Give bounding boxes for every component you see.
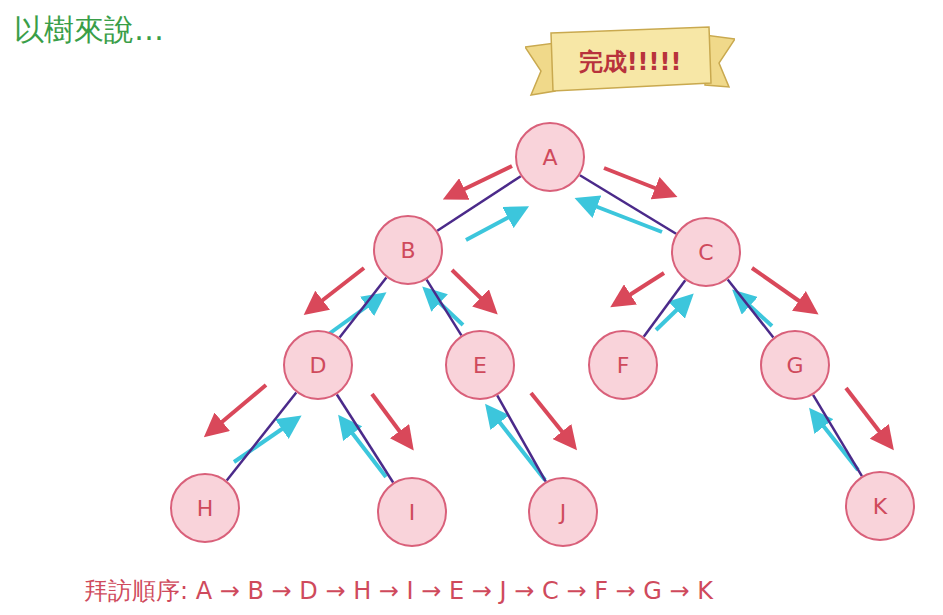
node-label: 完成!!!!! (579, 46, 682, 78)
node-label: F (617, 353, 630, 378)
node-label: A (542, 145, 557, 170)
node-label: J (560, 500, 567, 525)
tree-edge (337, 394, 393, 482)
tree-edge (340, 278, 387, 338)
tree-edge (644, 280, 686, 337)
done-banner: 完成!!!!! (525, 25, 735, 99)
tree-node: K (845, 471, 915, 541)
node-label: K (873, 494, 887, 519)
node-label: D (310, 353, 327, 378)
tree-node: G (760, 330, 830, 400)
tree-edge (728, 279, 774, 337)
slide-title: 以樹來說… (14, 10, 164, 51)
node-label: I (409, 500, 416, 525)
tree-node: H (170, 473, 240, 543)
tree-node: C (671, 217, 741, 287)
tree-node: B (373, 215, 443, 285)
node-label: C (698, 240, 713, 265)
tree-node: D (283, 330, 353, 400)
tree-node: J (528, 477, 598, 547)
visit-order: 拜訪順序: A → B → D → H → I → E → J → C → F … (84, 575, 713, 607)
tree-edge (437, 176, 520, 231)
tree-node: I (377, 477, 447, 547)
tree-edge (497, 395, 546, 481)
tree-edge (427, 280, 462, 336)
tree-node: F (588, 330, 658, 400)
tree-edge (813, 395, 862, 476)
tree-node: E (445, 330, 515, 400)
tree-edge (580, 175, 676, 234)
node-label: E (473, 353, 487, 378)
node-label: G (786, 353, 803, 378)
node-label: H (197, 496, 214, 521)
tree-edge (227, 392, 297, 480)
tree-node: A (515, 122, 585, 192)
node-label: B (400, 238, 415, 263)
